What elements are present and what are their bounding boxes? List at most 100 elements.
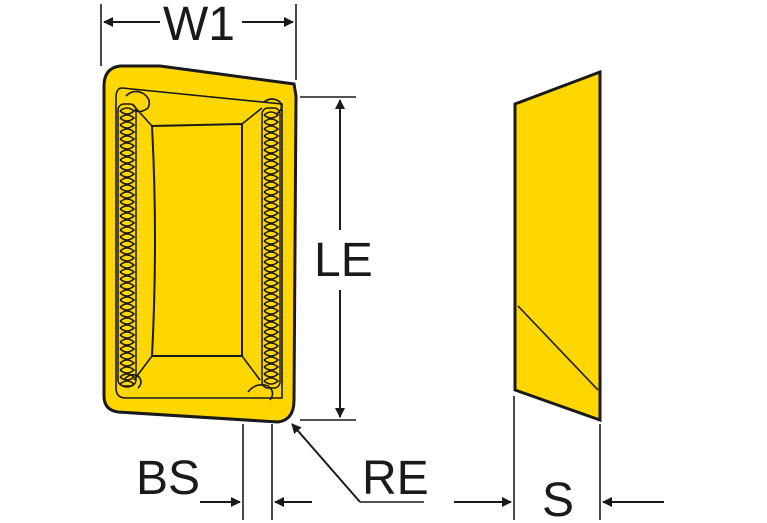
serration-tooth xyxy=(263,195,280,203)
serration-tooth xyxy=(263,265,280,273)
serration-tooth xyxy=(119,317,136,325)
serration-tooth xyxy=(263,272,280,280)
dimension-bs xyxy=(200,424,312,520)
serration-tooth xyxy=(119,275,136,283)
serration-tooth xyxy=(119,226,136,234)
dimension-label-bs: BS xyxy=(136,452,200,505)
serration-tooth xyxy=(263,167,280,175)
serration-tooth xyxy=(263,251,280,259)
left-serration xyxy=(117,103,137,388)
serration-tooth xyxy=(263,258,280,266)
serration-tooth xyxy=(263,328,280,336)
serration-tooth xyxy=(119,282,136,290)
serration-tooth xyxy=(119,240,136,248)
serration-tooth xyxy=(119,373,136,381)
serration-tooth xyxy=(263,125,280,133)
dimension-s xyxy=(454,396,664,520)
serration-tooth xyxy=(119,380,136,388)
serration-tooth xyxy=(263,314,280,322)
serration-tooth xyxy=(119,212,136,220)
serration-tooth xyxy=(119,170,136,178)
serration-tooth xyxy=(119,121,136,129)
serration-tooth xyxy=(263,279,280,287)
serration-tooth xyxy=(263,118,280,126)
serration-tooth xyxy=(119,268,136,276)
serration-tooth xyxy=(263,188,280,196)
dimension-label-s: S xyxy=(542,474,574,523)
serration-tooth xyxy=(119,352,136,360)
corner-chipbreaker-marks xyxy=(123,90,283,401)
serration-tooth xyxy=(263,230,280,238)
serration-tooth xyxy=(263,300,280,308)
insert-top-view xyxy=(102,64,298,424)
serration-tooth xyxy=(263,111,280,119)
serration-tooth xyxy=(263,293,280,301)
serration-tooth xyxy=(119,163,136,171)
serration-tooth xyxy=(263,342,280,350)
serration-tooth xyxy=(263,377,280,385)
serration-groove xyxy=(117,103,137,387)
serration-tooth xyxy=(119,135,136,143)
insert-rake-face-outline xyxy=(115,87,283,399)
serration-tooth xyxy=(119,303,136,311)
serration-tooth xyxy=(263,363,280,371)
right-serration xyxy=(261,107,281,389)
serration-tooth xyxy=(263,356,280,364)
serration-tooth xyxy=(263,209,280,217)
serration-tooth xyxy=(119,142,136,150)
serration-tooth xyxy=(119,177,136,185)
serration-tooth xyxy=(263,286,280,294)
serration-tooth xyxy=(263,132,280,140)
serration-tooth xyxy=(263,349,280,357)
insert-center-face xyxy=(150,122,243,357)
serration-tooth xyxy=(119,254,136,262)
side-profile xyxy=(513,69,602,423)
side-facet-line xyxy=(517,305,599,391)
serration-tooth xyxy=(263,216,280,224)
serration-tooth xyxy=(263,335,280,343)
serration-tooth xyxy=(119,128,136,136)
serration-tooth xyxy=(119,191,136,199)
serration-tooth xyxy=(119,289,136,297)
serration-tooth xyxy=(119,156,136,164)
serration-tooth xyxy=(263,244,280,252)
serration-groove xyxy=(261,107,281,389)
serration-tooth xyxy=(263,370,280,378)
serration-tooth xyxy=(119,233,136,241)
serration-tooth xyxy=(119,198,136,206)
serration-tooth xyxy=(263,181,280,189)
serration-tooth xyxy=(119,366,136,374)
serration-tooth xyxy=(263,139,280,147)
serration-tooth xyxy=(119,114,136,122)
serration-tooth xyxy=(119,205,136,213)
serration-tooth xyxy=(263,174,280,182)
serration-tooth xyxy=(119,149,136,157)
serration-tooth xyxy=(119,324,136,332)
serration-tooth xyxy=(119,338,136,346)
serration-tooth xyxy=(119,261,136,269)
serration-tooth xyxy=(119,345,136,353)
serration-tooth xyxy=(119,219,136,227)
serration-tooth xyxy=(263,160,280,168)
serration-tooth xyxy=(263,146,280,154)
insert-side-view xyxy=(513,69,602,423)
serration-tooth xyxy=(119,310,136,318)
serration-tooth xyxy=(263,307,280,315)
serration-tooth xyxy=(119,107,136,115)
serration-tooth xyxy=(263,153,280,161)
dimension-label-le: LE xyxy=(314,234,373,287)
serration-tooth xyxy=(263,202,280,210)
serration-tooth xyxy=(263,321,280,329)
serration-tooth xyxy=(119,296,136,304)
serration-tooth xyxy=(263,237,280,245)
dimension-w1 xyxy=(100,4,297,80)
dimension-label-re: RE xyxy=(362,452,429,505)
dimension-label-w1: W1 xyxy=(163,0,235,51)
serration-tooth xyxy=(119,331,136,339)
serration-tooth xyxy=(119,359,136,367)
serration-tooth xyxy=(119,184,136,192)
serration-tooth xyxy=(119,247,136,255)
dimension-le xyxy=(300,96,356,421)
